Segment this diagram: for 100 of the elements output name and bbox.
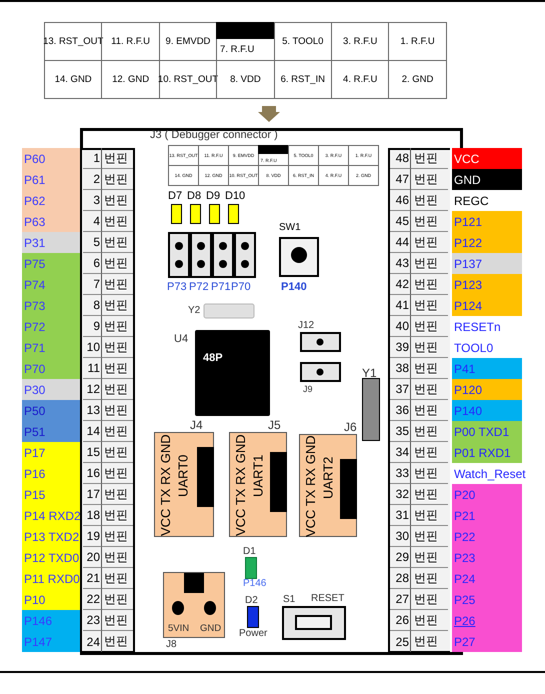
pin-number: 26 bbox=[390, 610, 411, 631]
part-label: J5 bbox=[268, 418, 282, 432]
part-label: Y1 bbox=[362, 366, 378, 379]
pin-number: 37 bbox=[390, 379, 411, 400]
pin-number: 12 bbox=[83, 379, 102, 400]
pin-suffix: 번핀 bbox=[102, 568, 133, 589]
pin-name: P72 bbox=[22, 316, 80, 337]
pin-name: P24 bbox=[452, 568, 522, 589]
pin-name: P15 bbox=[22, 484, 80, 505]
pin-label: P146 bbox=[243, 578, 268, 590]
pin-number: 21 bbox=[83, 568, 102, 589]
part-label: Y2 bbox=[188, 305, 202, 318]
pin-name: P17 bbox=[22, 442, 80, 463]
pin-name: P41 bbox=[452, 358, 522, 379]
pin-suffix: 번핀 bbox=[411, 295, 448, 316]
pin-number: 8 bbox=[83, 295, 102, 316]
pin-number: 1 bbox=[83, 148, 102, 169]
pin-suffix: 번핀 bbox=[411, 274, 448, 295]
pin-suffix: 번핀 bbox=[102, 358, 133, 379]
pin-suffix: 번핀 bbox=[411, 316, 448, 337]
pin-suffix: 번핀 bbox=[411, 253, 448, 274]
pin-number: 33 bbox=[390, 463, 411, 484]
pin-suffix: 번핀 bbox=[102, 610, 133, 631]
pin-number: 45 bbox=[390, 211, 411, 232]
pin-suffix: 번핀 bbox=[102, 484, 133, 505]
pin-name: GND bbox=[452, 169, 522, 190]
pin-suffix: 번핀 bbox=[102, 232, 133, 253]
part-label: D9 bbox=[206, 190, 222, 203]
pin-name: P63 bbox=[22, 211, 80, 232]
jack-pin-label: GND bbox=[200, 623, 222, 635]
pin-number: 14 bbox=[83, 421, 102, 442]
pin-suffix: 번핀 bbox=[411, 547, 448, 568]
connector-name: UART1 bbox=[250, 454, 266, 500]
pin-number: 16 bbox=[83, 463, 102, 484]
pin-number: 17 bbox=[83, 484, 102, 505]
part-label: RESET bbox=[311, 593, 346, 606]
pin-name: P10 bbox=[22, 589, 80, 610]
pin-suffix: 번핀 bbox=[411, 463, 448, 484]
pin-suffix: 번핀 bbox=[411, 568, 448, 589]
pin-number: 31 bbox=[390, 505, 411, 526]
part-label: U4 bbox=[174, 333, 190, 347]
pin-name: P14 RXD2 bbox=[22, 505, 80, 526]
pin-name: P70 bbox=[22, 358, 80, 379]
pin-suffix: 번핀 bbox=[102, 400, 133, 421]
pin-suffix: 번핀 bbox=[411, 379, 448, 400]
pin-name: P21 bbox=[452, 505, 522, 526]
pin-name: P25 bbox=[452, 589, 522, 610]
pin-suffix: 번핀 bbox=[411, 505, 448, 526]
pin-number: 9 bbox=[83, 316, 102, 337]
part-label: D1 bbox=[243, 546, 257, 559]
pin-name: P61 bbox=[22, 169, 80, 190]
pin-number: 48 bbox=[390, 148, 411, 169]
part-label: J6 bbox=[344, 420, 358, 434]
pin-number: 42 bbox=[390, 274, 411, 295]
pin-name: P26 bbox=[452, 610, 522, 631]
chip-marking: 48P bbox=[203, 352, 224, 366]
pin-label: P72 bbox=[189, 281, 210, 295]
pin-name: P71 bbox=[22, 337, 80, 358]
table-cell: 2. GND bbox=[388, 60, 447, 99]
pin-name: P123 bbox=[452, 274, 522, 295]
pin-name: P146 bbox=[22, 610, 80, 631]
pin-suffix: 번핀 bbox=[102, 211, 133, 232]
pin-name: P50 bbox=[22, 400, 80, 421]
pin-number: 47 bbox=[390, 169, 411, 190]
pin-suffix: 번핀 bbox=[102, 337, 133, 358]
pin-number: 4 bbox=[83, 211, 102, 232]
pin-name: VCC bbox=[452, 148, 522, 169]
pin-name: P20 bbox=[452, 484, 522, 505]
pin-suffix: 번핀 bbox=[102, 505, 133, 526]
pin-suffix: 번핀 bbox=[411, 232, 448, 253]
pin-name: P30 bbox=[22, 379, 80, 400]
pin-suffix: 번핀 bbox=[411, 190, 448, 211]
connector-pin-label: VCC TX RX GND bbox=[157, 435, 174, 536]
part-label: Power bbox=[239, 628, 268, 640]
connector-pin-label: VCC TX RX GND bbox=[302, 437, 319, 536]
pin-number: 44 bbox=[390, 232, 411, 253]
part-label: J9 bbox=[303, 384, 314, 396]
part-label: D8 bbox=[187, 190, 202, 203]
connector-pin-label: VCC TX RX GND bbox=[232, 435, 249, 536]
pin-number: 46 bbox=[390, 190, 411, 211]
pin-suffix: 번핀 bbox=[102, 295, 133, 316]
pin-name: P140 bbox=[452, 400, 522, 421]
pin-number: 15 bbox=[83, 442, 102, 463]
pin-name: P27 bbox=[452, 631, 522, 652]
pin-name: P23 bbox=[452, 547, 522, 568]
part-label: J12 bbox=[298, 320, 316, 333]
connector-name: UART2 bbox=[320, 456, 336, 502]
pin-suffix: 번핀 bbox=[102, 421, 133, 442]
part-label: D2 bbox=[245, 595, 259, 608]
pin-label: P70 bbox=[231, 281, 252, 295]
table-cell: 1. R.F.U bbox=[388, 22, 447, 61]
pin-suffix: 번핀 bbox=[411, 484, 448, 505]
part-label: D10 bbox=[225, 190, 245, 203]
pin-suffix: 번핀 bbox=[411, 211, 448, 232]
pin-name: P73 bbox=[22, 295, 80, 316]
pin-number: 32 bbox=[390, 484, 411, 505]
pin-suffix: 번핀 bbox=[102, 442, 133, 463]
pin-name: P00 TXD1 bbox=[452, 421, 522, 442]
pin-name: P11 RXD0 bbox=[22, 568, 80, 589]
connector-name: UART0 bbox=[175, 454, 191, 500]
